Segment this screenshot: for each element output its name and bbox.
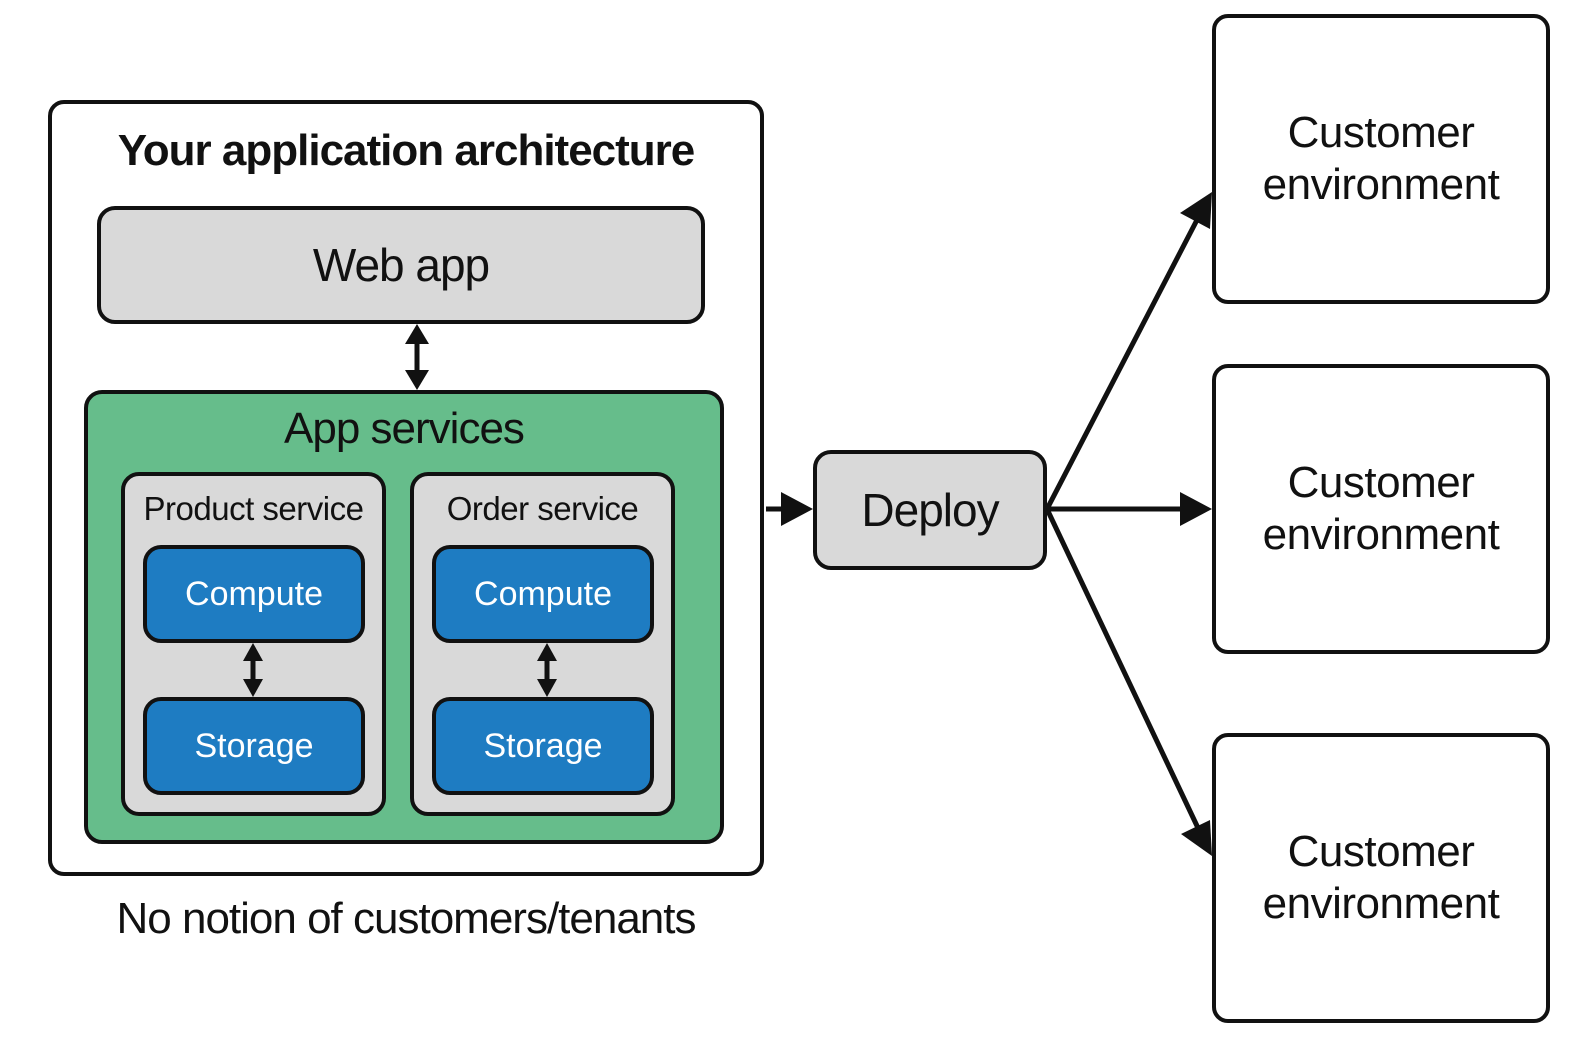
customer-environment-box: Customer environment xyxy=(1212,364,1550,654)
arrowhead-icon xyxy=(405,370,429,390)
environment-label-line1: Customer xyxy=(1287,458,1475,507)
web-app-box: Web app xyxy=(97,206,705,324)
order-service-title: Order service xyxy=(446,490,639,527)
environment-label-line1: Customer xyxy=(1287,108,1475,157)
arrowhead-icon xyxy=(243,643,263,661)
customer-environment-box: Customer environment xyxy=(1212,14,1550,304)
arrowhead-icon xyxy=(781,492,813,526)
arrowhead-icon xyxy=(405,324,429,344)
environment-label-line2: environment xyxy=(1262,879,1500,928)
architecture-title: Your application architecture xyxy=(117,126,696,175)
no-tenant-caption: No notion of customers/tenants xyxy=(116,894,697,943)
arrowhead-icon xyxy=(537,679,557,697)
environment-label-line1: Customer xyxy=(1287,827,1475,876)
order-storage-box: Storage xyxy=(432,697,654,795)
environment-label-line2: environment xyxy=(1262,510,1500,559)
deploy-env1-arrow xyxy=(1044,216,1201,511)
arrowhead-icon xyxy=(1180,492,1212,526)
customer-environment-box: Customer environment xyxy=(1212,733,1550,1023)
arrowhead-icon xyxy=(243,679,263,697)
product-compute-box: Compute xyxy=(143,545,365,643)
arrowhead-icon xyxy=(1180,192,1212,229)
product-service-title: Product service xyxy=(143,490,364,527)
order-compute-box: Compute xyxy=(432,545,654,643)
environment-label-line2: environment xyxy=(1262,160,1500,209)
arrowhead-icon xyxy=(537,643,557,661)
product-storage-box: Storage xyxy=(143,697,365,795)
deploy-env3-arrow xyxy=(1044,507,1201,830)
arrowhead-icon xyxy=(1181,820,1212,856)
app-services-title: App services xyxy=(284,404,525,453)
